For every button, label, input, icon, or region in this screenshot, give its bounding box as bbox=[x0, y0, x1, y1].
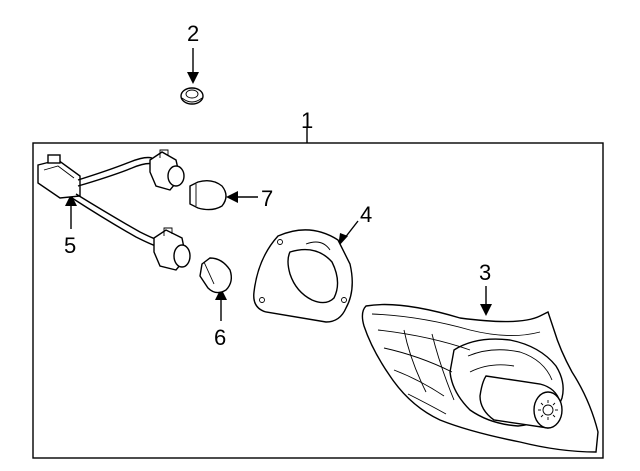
callout-6: 6 bbox=[214, 325, 226, 350]
callout-3: 3 bbox=[479, 260, 491, 285]
callout-4: 4 bbox=[360, 202, 372, 227]
grommet-nut-part bbox=[180, 87, 204, 105]
gasket-part bbox=[253, 229, 353, 323]
arrow-6 bbox=[215, 288, 227, 321]
callout-2: 2 bbox=[187, 21, 199, 46]
arrow-3 bbox=[480, 286, 492, 316]
bulb-lower-part bbox=[199, 257, 233, 294]
bulb-upper-part bbox=[189, 179, 227, 211]
tail-lamp-lens-part bbox=[361, 303, 599, 453]
socket-wire-harness-part bbox=[37, 149, 191, 271]
arrow-5 bbox=[65, 194, 77, 229]
callout-7: 7 bbox=[261, 186, 273, 211]
arrow-4 bbox=[338, 220, 359, 247]
arrow-2 bbox=[187, 48, 199, 84]
callout-5: 5 bbox=[64, 233, 76, 258]
arrow-7 bbox=[226, 191, 258, 203]
callout-1: 1 bbox=[301, 108, 313, 133]
assembly-frame bbox=[32, 142, 604, 459]
